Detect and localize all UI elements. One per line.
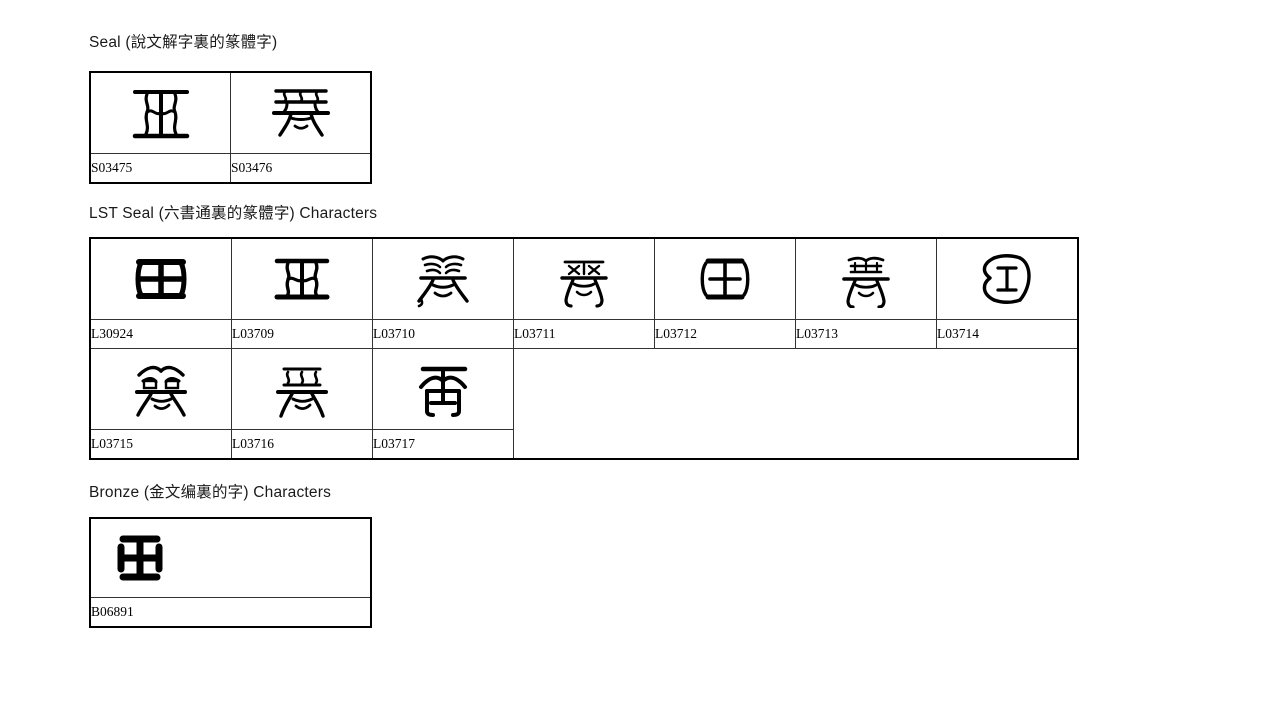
- bronze-character-table: B06891: [89, 517, 372, 628]
- table-row: [89, 237, 1079, 320]
- glyph-label-l03715: L03715: [89, 429, 232, 460]
- lst-seal-glyph-wu-variant-icon: [560, 260, 608, 308]
- glyph-cell-s03476[interactable]: [230, 71, 372, 154]
- glyph-label-l03711: L03711: [513, 319, 655, 349]
- glyph-label-b06891: B06891: [89, 597, 372, 628]
- table-row: L30924 L03709 L03710 L03711 L03712 L0371…: [89, 319, 1079, 349]
- lst-seal-glyph-wu-enclosed-icon: [982, 254, 1031, 304]
- section-heading-seal: Seal (說文解字裏的篆體字): [89, 34, 278, 51]
- glyph-cell-l03710[interactable]: [372, 237, 514, 320]
- section-heading-lst-seal: LST Seal (六書通裏的篆體字) Characters: [89, 205, 378, 222]
- lst-seal-character-table: L30924 L03709 L03710 L03711 L03712 L0371…: [89, 237, 1079, 460]
- empty-cell: [655, 430, 796, 460]
- glyph-cell-l03709[interactable]: [231, 237, 373, 320]
- glyph-label-s03475: S03475: [89, 153, 231, 184]
- seal-character-table: S03475 S03476: [89, 71, 372, 184]
- glyph-cell-l03717[interactable]: [372, 348, 514, 430]
- glyph-cell-l03712[interactable]: [654, 237, 796, 320]
- glyph-label-l03709: L03709: [231, 319, 373, 349]
- glyph-label-l03716: L03716: [231, 429, 373, 460]
- glyph-cell-l30924[interactable]: [89, 237, 232, 320]
- table-row: [89, 348, 1079, 430]
- table-row: B06891: [89, 597, 372, 628]
- lst-seal-glyph-wu-variant-icon: [276, 367, 328, 418]
- table-row: [89, 517, 372, 598]
- glyph-label-l03717: L03717: [372, 429, 514, 460]
- empty-cell: [937, 430, 1079, 460]
- glyph-label-l30924: L30924: [89, 319, 232, 349]
- lst-seal-glyph-wu-icon: [700, 258, 750, 300]
- glyph-cell-s03475[interactable]: [89, 71, 231, 154]
- glyph-cell-l03716[interactable]: [231, 348, 373, 430]
- glyph-cell-b06891[interactable]: [89, 517, 372, 598]
- section-heading-bronze: Bronze (金文编裏的字) Characters: [89, 484, 332, 501]
- seal-script-glyph-wu-icon: [132, 90, 189, 139]
- empty-cell: [796, 349, 937, 430]
- empty-cell: [937, 349, 1079, 430]
- glyph-cell-l03713[interactable]: [795, 237, 937, 320]
- lst-seal-glyph-wu-variant-icon: [419, 366, 468, 417]
- lst-seal-glyph-wu-icon: [135, 259, 187, 299]
- table-row: L03715 L03716 L03717: [89, 429, 1079, 460]
- glyph-label-l03713: L03713: [795, 319, 937, 349]
- empty-cell: [514, 430, 655, 460]
- glyph-label-l03712: L03712: [654, 319, 796, 349]
- glyph-cell-l03711[interactable]: [513, 237, 655, 320]
- glyph-cell-l03714[interactable]: [936, 237, 1079, 320]
- lst-seal-glyph-wu-variant-icon: [417, 255, 469, 308]
- lst-seal-glyph-wu-variant-icon: [842, 256, 890, 308]
- empty-cell: [514, 349, 655, 430]
- glyph-label-s03476: S03476: [230, 153, 372, 184]
- glyph-cell-l03715[interactable]: [89, 348, 232, 430]
- lst-seal-glyph-wu-icon: [274, 258, 330, 300]
- seal-script-glyph-wu-variant-icon: [271, 89, 330, 137]
- table-row: S03475 S03476: [89, 153, 372, 184]
- lst-seal-glyph-wu-variant-icon: [135, 365, 187, 417]
- empty-cell: [655, 349, 796, 430]
- glyph-label-l03714: L03714: [936, 319, 1079, 349]
- bronze-script-glyph-wu-icon: [117, 535, 163, 581]
- glyph-label-l03710: L03710: [372, 319, 514, 349]
- empty-cell: [796, 430, 937, 460]
- table-row: [89, 71, 372, 154]
